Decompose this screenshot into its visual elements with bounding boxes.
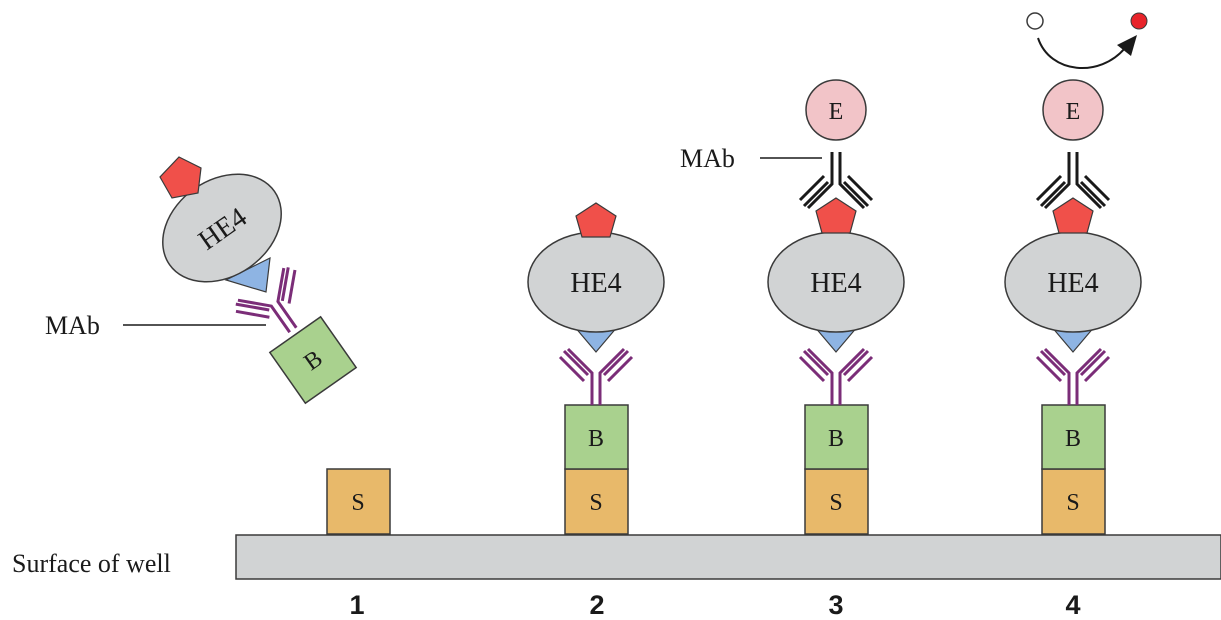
- capture-antibody: [558, 347, 634, 407]
- biotin-block: [564, 404, 629, 470]
- reaction-arrow-icon: [1037, 37, 1126, 69]
- pentagon-epitope: [815, 197, 857, 234]
- substrate-label: S: [829, 490, 842, 516]
- substrate-label: S: [351, 490, 364, 516]
- mab-label-top: MAb: [680, 144, 735, 173]
- floating-complex: B HE4: [159, 156, 358, 405]
- step-2: S B HE4: [527, 202, 665, 535]
- enzyme-circle: [805, 79, 867, 141]
- step-1: S B HE4 MAb: [45, 156, 391, 535]
- substrate-dot-icon: [1026, 12, 1044, 30]
- biotin-block: [804, 404, 869, 470]
- biotin-block: [1041, 404, 1106, 470]
- substrate-block: [326, 468, 391, 535]
- arrowhead-icon: [1117, 35, 1137, 56]
- substrate-block: [1041, 468, 1106, 535]
- mab-label-left: MAb: [45, 311, 100, 340]
- product-dot-icon: [1130, 12, 1148, 30]
- biotin-label: B: [588, 426, 604, 452]
- pentagon-epitope: [1052, 197, 1094, 234]
- biotin-label: B: [1065, 426, 1081, 452]
- step-4: S B HE4 E: [1004, 12, 1148, 535]
- he4-label: HE4: [1047, 268, 1098, 299]
- pentagon-epitope: [575, 202, 617, 238]
- pentagon-epitope: [159, 156, 202, 199]
- he4-label: HE4: [570, 268, 621, 299]
- enzyme-label: E: [1066, 99, 1081, 125]
- well-surface: [235, 534, 1221, 580]
- enzyme-label: E: [829, 99, 844, 125]
- substrate-label: S: [1066, 490, 1079, 516]
- capture-antibody: [798, 347, 874, 407]
- enzyme-circle: [1042, 79, 1104, 141]
- biotin-block: [268, 315, 358, 405]
- biotin-label: B: [828, 426, 844, 452]
- substrate-label: S: [589, 490, 602, 516]
- surface-label: Surface of well: [12, 549, 171, 578]
- step-number-3: 3: [828, 590, 843, 620]
- step-number-4: 4: [1065, 590, 1080, 620]
- capture-antibody: [1035, 347, 1111, 407]
- he4-label: HE4: [810, 268, 861, 299]
- step-number-1: 1: [349, 590, 364, 620]
- step-3: S B HE4 E MAb: [680, 79, 905, 535]
- substrate-block: [804, 468, 869, 535]
- step-number-2: 2: [589, 590, 604, 620]
